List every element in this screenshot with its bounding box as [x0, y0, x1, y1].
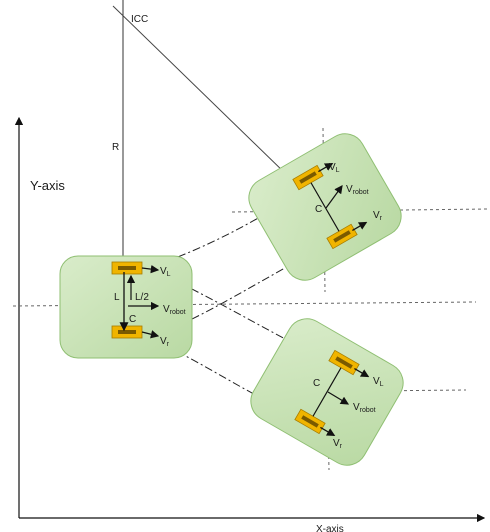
label-c-upper: C	[315, 204, 322, 215]
velocity-left-arrow	[141, 264, 160, 274]
label-l-half: L/2	[135, 292, 149, 303]
velocity-left-arrow	[354, 368, 370, 378]
left-wheel-axle	[335, 356, 353, 369]
wheel-base-line	[310, 182, 340, 232]
center-horizontal-guide	[12, 301, 477, 307]
velocity-robot-arrow-upper	[325, 185, 343, 209]
radius-label: R	[112, 142, 119, 153]
label-v-left-upper: VL	[329, 162, 340, 174]
label-v-robot-upper: Vrobot	[346, 184, 369, 196]
velocity-right-arrow	[141, 330, 160, 339]
velocity-robot-arrow-lower	[327, 391, 350, 405]
right-wheel-axle	[118, 330, 136, 334]
icc-label: ICC	[131, 14, 148, 25]
velocity-right-arrow	[320, 426, 336, 437]
label-v-robot: Vrobot	[163, 304, 186, 316]
left-wheel-axle	[299, 171, 317, 184]
velocity-left-arrow	[318, 162, 334, 173]
label-c-lower: C	[313, 378, 320, 389]
label-v-right: Vr	[160, 336, 170, 348]
label-v-right-upper: Vr	[373, 210, 383, 222]
label-l: L	[114, 292, 120, 303]
right-wheel-axle	[301, 415, 319, 428]
label-v-robot-lower: Vrobot	[353, 402, 376, 414]
robot-lower	[250, 318, 404, 466]
label-v-left-lower: VL	[373, 376, 384, 388]
x-axis-label: X-axis	[316, 524, 344, 532]
label-c: C	[129, 314, 136, 325]
robot-upper	[248, 133, 402, 281]
label-v-left: VL	[160, 266, 171, 278]
y-axis-label: Y-axis	[30, 178, 65, 193]
right-wheel-axle	[333, 230, 351, 243]
wheel-base-line	[312, 367, 342, 417]
robot-initial: L L/2 C VL Vrobot Vr	[59, 255, 193, 359]
velocity-right-arrow	[352, 221, 368, 231]
label-v-right-lower: Vr	[333, 438, 343, 450]
left-wheel-axle	[118, 266, 136, 270]
